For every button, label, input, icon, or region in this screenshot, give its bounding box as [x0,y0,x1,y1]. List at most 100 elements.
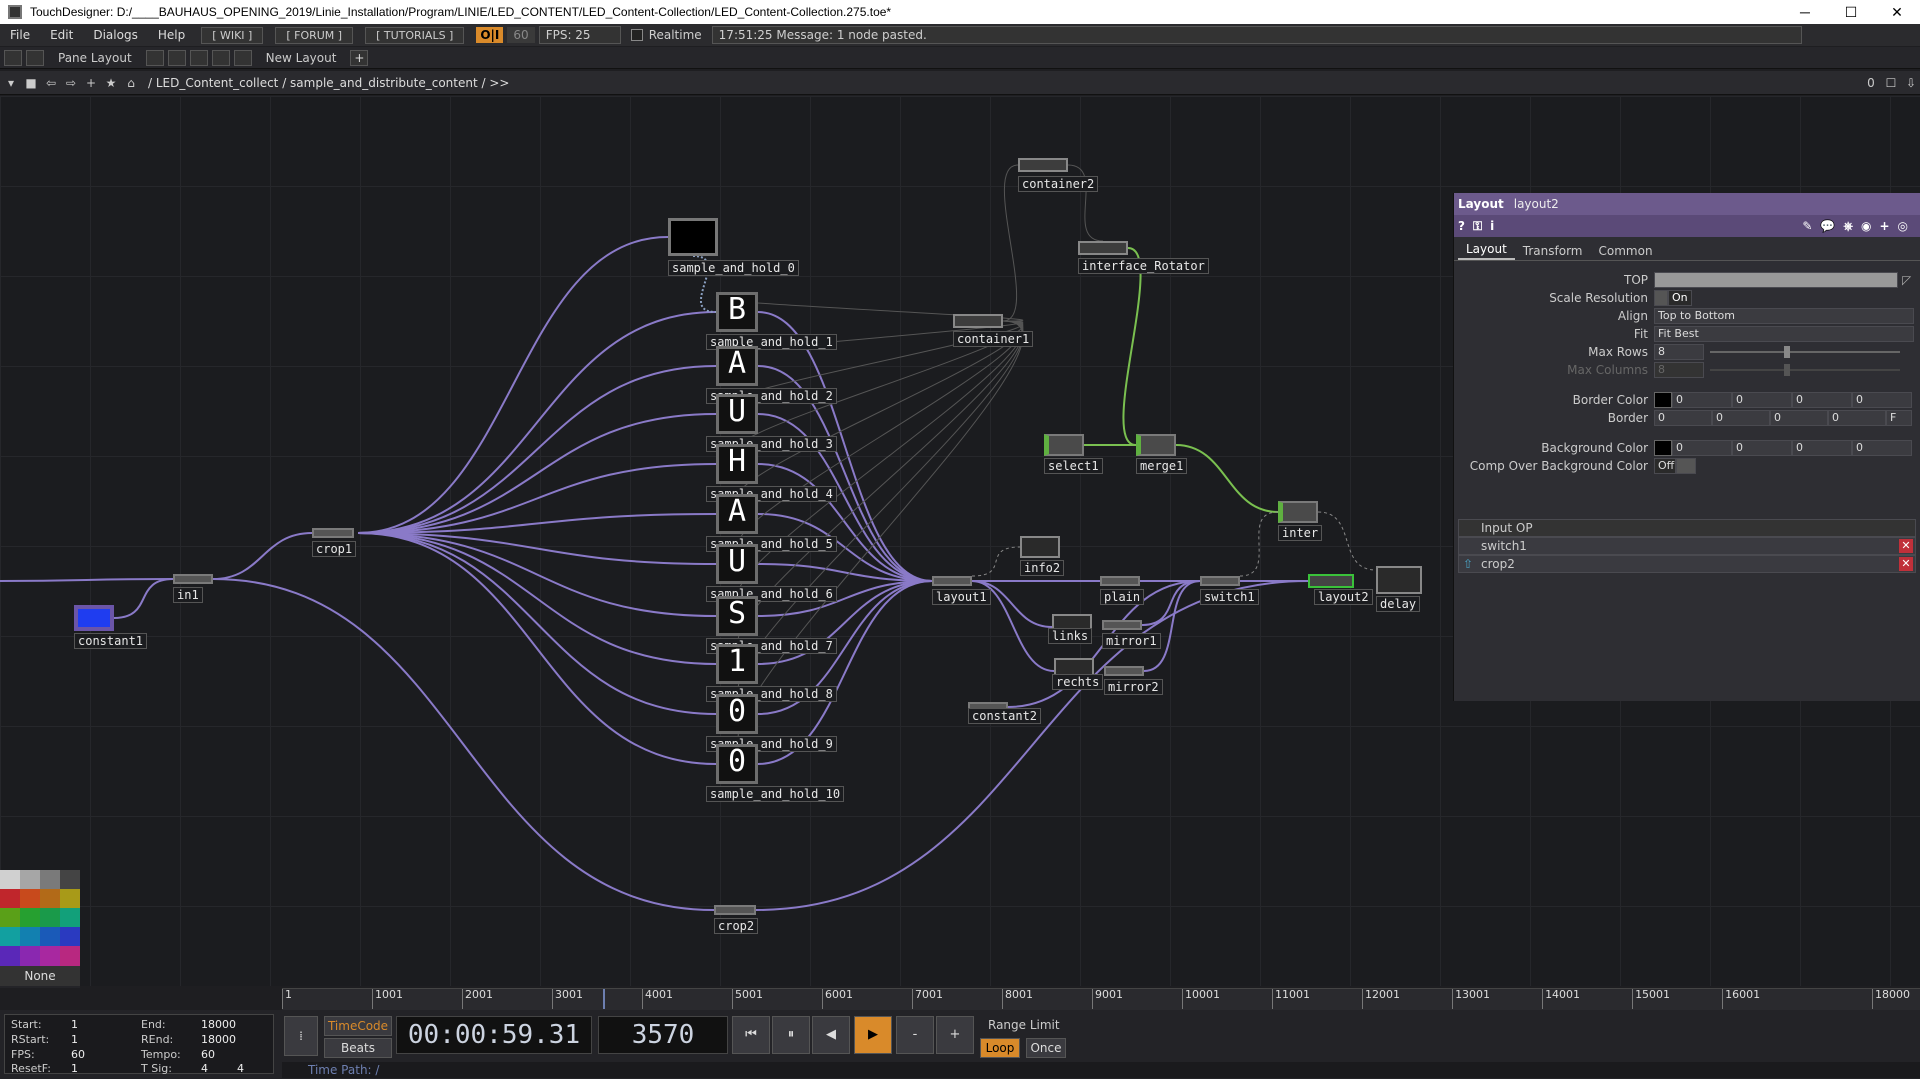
drop-arrow-icon[interactable]: ◸ [1902,273,1912,287]
add-icon[interactable]: + [85,75,97,90]
timeline-expand-button[interactable]: ⁞ [284,1016,318,1056]
loop-button[interactable]: Loop [980,1038,1020,1058]
border-3[interactable]: 0 [1770,410,1828,426]
palette-swatch[interactable] [0,908,20,928]
comp-over-toggle[interactable]: Off [1654,458,1676,474]
help-icon[interactable]: ? [1458,219,1465,233]
border-color-a[interactable]: 0 [1852,392,1912,408]
python-icon[interactable]: ◉ [1860,219,1872,233]
menu-help[interactable]: Help [157,28,186,42]
palette-swatch[interactable] [0,946,20,966]
end-value[interactable]: 18000 [201,1018,236,1031]
play-icon[interactable]: ▶ [854,1016,892,1054]
palette-swatch[interactable] [60,870,80,890]
scale-resolution-toggle[interactable]: On [1668,290,1692,306]
tab-layout[interactable]: Layout [1458,240,1515,260]
time-path[interactable]: Time Path: / [282,1062,1920,1078]
palette-swatch[interactable] [0,889,20,909]
frame-display[interactable]: 3570 [598,1016,728,1054]
background-color-g[interactable]: 0 [1732,440,1792,456]
palette-swatch[interactable] [60,927,80,947]
border-color-swatch[interactable] [1654,392,1672,408]
palette-swatch[interactable] [20,946,40,966]
pause-icon[interactable]: ⏸ [772,1016,810,1054]
max-columns-slider[interactable] [1704,363,1904,377]
palette-swatch[interactable] [60,946,80,966]
chevron-down-icon[interactable]: ▾ [7,75,15,90]
palette-none-button[interactable]: None [0,966,80,986]
input-op-name[interactable]: switch1 [1481,539,1527,553]
input-op-row[interactable]: switch1 ✕ [1458,537,1916,555]
maximize-button[interactable]: ☐ [1844,3,1858,20]
minimize-button[interactable]: ─ [1800,4,1810,20]
step-back-icon[interactable]: ◀ [812,1016,850,1054]
home-icon[interactable]: ⌂ [127,75,135,90]
edit-pencil-icon[interactable]: ✎ [1802,219,1813,233]
pane-icon[interactable] [4,49,22,66]
rstart-value[interactable]: 1 [71,1033,78,1046]
pane-max-icon[interactable]: ☐ [1885,75,1897,90]
back-arrow-icon[interactable]: ⇦ [45,75,57,90]
add-layout-button[interactable]: + [350,49,369,66]
pane-share-icon[interactable] [26,49,44,66]
timecode-button[interactable]: TimeCode [324,1016,392,1036]
scale-toggle-knob[interactable] [1654,290,1668,306]
background-color-swatch[interactable] [1654,440,1672,456]
layout-single-icon[interactable] [145,49,164,66]
input-op-row[interactable]: ⇧ crop2 ✕ [1458,555,1916,573]
start-value[interactable]: 1 [71,1018,78,1031]
border-1[interactable]: 0 [1654,410,1712,426]
palette-swatch[interactable] [40,889,60,909]
max-rows-slider[interactable] [1704,345,1904,359]
op-name-field[interactable]: layout2 [1513,197,1559,211]
max-rows-field[interactable]: 8 [1654,344,1704,360]
once-button[interactable]: Once [1026,1038,1066,1058]
palette-swatch[interactable] [60,889,80,909]
stop-icon[interactable]: ■ [25,75,37,90]
tab-common[interactable]: Common [1598,244,1653,258]
bookmark-icon[interactable]: ⎈ [1843,218,1853,233]
border-color-r[interactable]: 0 [1672,392,1732,408]
layout-four-icon[interactable] [233,49,252,66]
path-right-zero[interactable]: 0 [1867,75,1875,90]
menu-dialogs[interactable]: Dialogs [93,28,138,42]
border-color-b[interactable]: 0 [1792,392,1852,408]
palette-swatch[interactable] [40,870,60,890]
python-help-icon[interactable]: ⚿ [1472,218,1483,233]
info-icon[interactable]: i [1490,219,1495,233]
palette-swatch[interactable] [40,946,60,966]
align-menu[interactable]: Top to Bottom [1654,308,1914,324]
border-4[interactable]: 0 [1828,410,1886,426]
palette-swatch[interactable] [60,908,80,928]
top-field[interactable] [1654,272,1898,288]
beats-button[interactable]: Beats [324,1038,392,1058]
border-2[interactable]: 0 [1712,410,1770,426]
fit-menu[interactable]: Fit Best [1654,326,1914,342]
palette-swatch[interactable] [40,927,60,947]
palette-swatch[interactable] [20,908,40,928]
forward-arrow-icon[interactable]: ⇨ [65,75,77,90]
tutorials-button[interactable]: [ TUTORIALS ] [365,26,465,44]
tsig-value-1[interactable]: 4 [201,1062,208,1075]
border-f-menu[interactable]: F [1886,410,1912,426]
arrow-up-icon[interactable]: ⇧ [1463,557,1474,571]
layout-split-h-icon[interactable] [189,49,208,66]
palette-swatch[interactable] [0,927,20,947]
rend-value[interactable]: 18000 [201,1033,236,1046]
add-param-icon[interactable]: + [1879,219,1890,233]
palette-swatch[interactable] [20,927,40,947]
layout-three-icon[interactable] [211,49,230,66]
timeline-playhead[interactable] [603,989,606,1009]
tab-transform[interactable]: Transform [1522,244,1583,258]
wiki-button[interactable]: [ WIKI ] [201,26,264,44]
settings-icon[interactable]: ◎ [1897,219,1908,233]
network-path-breadcrumb[interactable]: / LED_Content_collect / sample_and_distr… [148,75,510,90]
speed-plus-button[interactable]: + [936,1016,974,1054]
rewind-icon[interactable]: ⏮ [732,1016,770,1054]
palette-swatch[interactable] [20,870,40,890]
tsig-value-2[interactable]: 4 [237,1062,244,1075]
menu-edit[interactable]: Edit [50,28,74,42]
forum-button[interactable]: [ FORUM ] [275,26,354,44]
palette-swatch[interactable] [20,889,40,909]
